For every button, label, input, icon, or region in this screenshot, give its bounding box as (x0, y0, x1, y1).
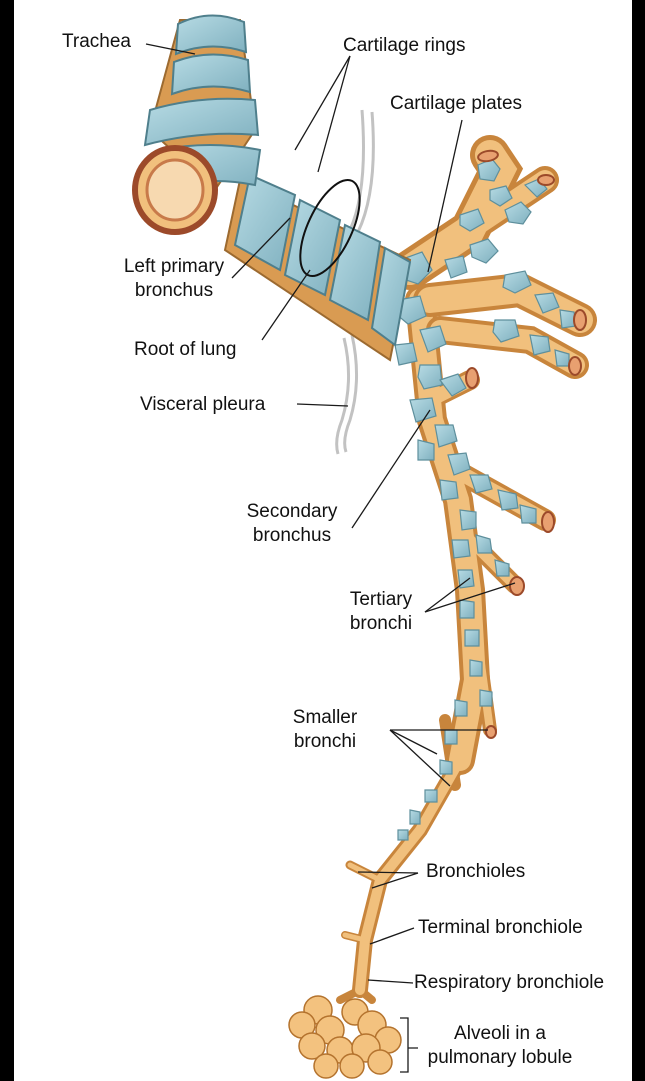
label-left-primary-bronchus: Left primary bronchus (112, 255, 236, 303)
label-alveoli-line1: Alveoli in a (420, 1022, 580, 1046)
label-cartilage-plates: Cartilage plates (390, 92, 522, 116)
label-alveoli: Alveoli in a pulmonary lobule (420, 1022, 580, 1070)
label-trachea: Trachea (62, 30, 131, 54)
label-root-of-lung: Root of lung (134, 338, 236, 362)
label-bronchioles: Bronchioles (426, 860, 525, 884)
label-visceral-pleura: Visceral pleura (140, 393, 265, 417)
label-smaller-bronchi: Smaller bronchi (280, 706, 370, 754)
label-left-primary-line1: Left primary (112, 255, 236, 279)
label-secondary-line1: Secondary (232, 500, 352, 524)
label-secondary-line2: bronchus (232, 524, 352, 548)
label-smaller-line2: bronchi (280, 730, 370, 754)
label-smaller-line1: Smaller (280, 706, 370, 730)
label-alveoli-line2: pulmonary lobule (420, 1046, 580, 1070)
label-tertiary-bronchi: Tertiary bronchi (336, 588, 426, 636)
label-terminal-bronchiole: Terminal bronchiole (418, 916, 583, 940)
label-cartilage-rings: Cartilage rings (343, 34, 466, 58)
label-left-primary-line2: bronchus (112, 279, 236, 303)
label-respiratory-bronchiole: Respiratory bronchiole (414, 971, 604, 995)
label-tertiary-line2: bronchi (336, 612, 426, 636)
label-secondary-bronchus: Secondary bronchus (232, 500, 352, 548)
label-tertiary-line1: Tertiary (336, 588, 426, 612)
